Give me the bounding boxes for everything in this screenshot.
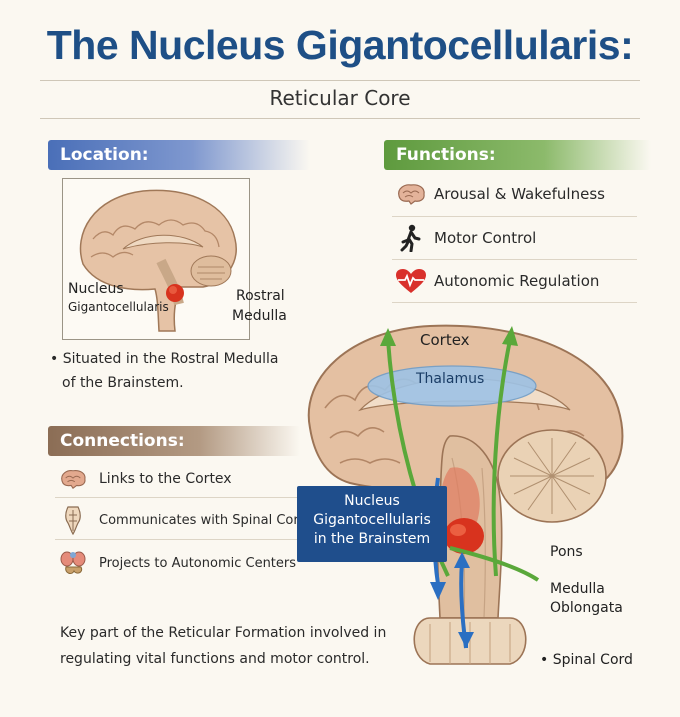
location-label-nucleus-line1: Nucleus	[68, 281, 124, 297]
function-item-arousal: Arousal & Wakefulness	[392, 174, 642, 214]
connection-item-cortex: Links to the Cortex	[55, 462, 315, 496]
divider	[392, 259, 637, 260]
summary-text: Key part of the Reticular Formation invo…	[60, 620, 420, 672]
function-item-autonomic: Autonomic Regulation	[392, 261, 642, 301]
summary-line1: Key part of the Reticular Formation invo…	[60, 625, 387, 641]
location-label-medulla: Medulla	[232, 308, 287, 324]
location-label-nucleus-line2: Gigantocellularis	[68, 300, 169, 314]
function-label: Motor Control	[434, 229, 537, 247]
location-label-rostral-line2: Medulla	[232, 308, 287, 324]
divider	[55, 497, 300, 498]
function-label: Arousal & Wakefulness	[434, 185, 605, 203]
location-bullet-line2: of the Brainstem.	[62, 375, 184, 391]
location-label-rostral: Rostral	[236, 288, 285, 304]
location-label-gigantocellularis: Gigantocellularis	[68, 299, 169, 315]
diagram-label-cortex: Cortex	[420, 331, 470, 349]
summary-line2: regulating vital functions and motor con…	[60, 651, 370, 667]
walking-person-icon	[392, 221, 430, 255]
organs-icon	[55, 547, 91, 579]
functions-header: Functions:	[384, 140, 651, 170]
location-diagram-box	[62, 178, 250, 340]
spinal-cord-icon	[55, 504, 91, 536]
nucleus-callout-line2: Gigantocellularis	[313, 512, 431, 528]
connection-item-spinal: Communicates with Spinal Cord	[55, 503, 315, 537]
nucleus-callout-line3: in the Brainstem	[313, 531, 431, 547]
title-divider	[40, 80, 640, 81]
connection-item-autonomic: Projects to Autonomic Centers	[55, 546, 315, 580]
subtitle-divider	[40, 118, 640, 119]
location-label-nucleus: Nucleus	[68, 281, 124, 297]
location-bullet-line1: • Situated in the Rostral Medulla	[50, 351, 279, 367]
page-title: The Nucleus Gigantocellularis:	[46, 22, 634, 68]
nucleus-callout-line1: Nucleus	[344, 493, 400, 509]
connection-label: Links to the Cortex	[99, 471, 232, 487]
divider	[392, 302, 637, 303]
divider	[392, 216, 637, 217]
nucleus-callout: Nucleus Gigantocellularis in the Brainst…	[297, 486, 447, 562]
location-label-rostral-line1: Rostral	[236, 288, 285, 304]
function-item-motor: Motor Control	[392, 218, 642, 258]
connection-label: Projects to Autonomic Centers	[99, 555, 297, 571]
connection-label: Communicates with Spinal Cord	[99, 512, 307, 528]
heart-pulse-icon	[392, 264, 430, 298]
diagram-label-pons: Pons	[550, 544, 583, 560]
main-brain-diagram	[307, 324, 624, 665]
brain-icon	[55, 463, 91, 495]
function-label: Autonomic Regulation	[434, 272, 600, 290]
brain-icon	[392, 177, 430, 211]
page-subtitle: Reticular Core	[269, 86, 411, 110]
sagittal-brain-illustration	[79, 189, 237, 332]
diagram-label-medulla: Medulla	[550, 581, 605, 597]
diagram-label-spinal-cord: • Spinal Cord	[540, 652, 633, 668]
connections-header: Connections:	[48, 426, 300, 456]
divider	[55, 539, 300, 540]
diagram-label-oblongata: Oblongata	[550, 600, 623, 616]
diagram-label-thalamus: Thalamus	[416, 371, 485, 387]
location-header: Location:	[48, 140, 310, 170]
